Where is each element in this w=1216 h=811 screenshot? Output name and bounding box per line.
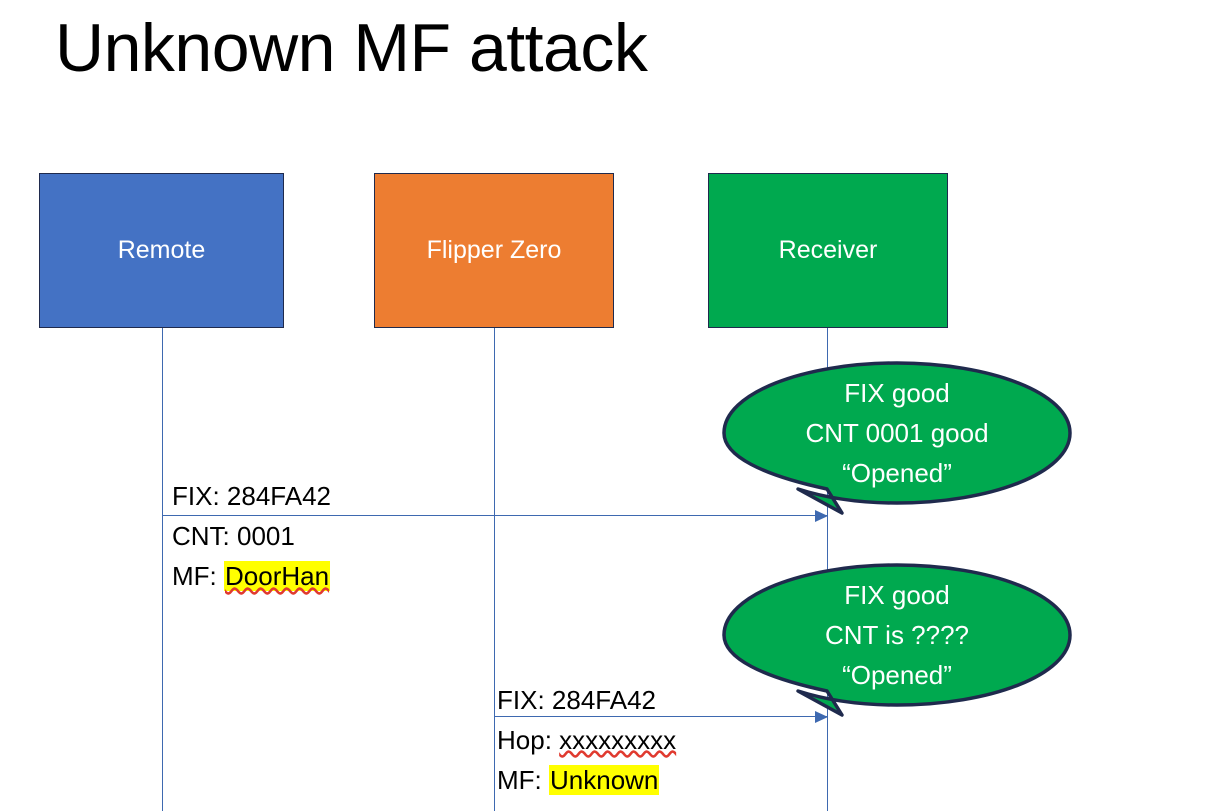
speech-bubble-receiver-first[interactable]: FIX good CNT 0001 good “Opened” [722, 361, 1072, 515]
actor-label-remote: Remote [117, 236, 206, 264]
message-1-line-2-key: CNT: [172, 521, 237, 551]
message-2-line-1: FIX: 284FA42 [497, 680, 656, 720]
message-2-line-2-key: Hop: [497, 725, 560, 755]
lifeline-flipper [494, 328, 495, 811]
message-1-line-2: CNT: 0001 [172, 516, 295, 556]
message-arrow-flipper-to-receiver [495, 711, 828, 723]
actor-label-flipper: Flipper Zero [426, 236, 562, 264]
message-1-line-1: FIX: 284FA42 [172, 476, 331, 516]
message-2-line-3: MF: Unknown [497, 760, 660, 800]
message-2-line-2: Hop: xxxxxxxxx [497, 720, 676, 760]
actor-box-receiver[interactable]: Receiver [708, 173, 948, 328]
lifeline-remote [162, 328, 163, 811]
speech-bubble-receiver-second[interactable]: FIX good CNT is ???? “Opened” [722, 563, 1072, 717]
message-1-line-2-value: 0001 [237, 521, 295, 551]
page-title: Unknown MF attack [55, 10, 648, 86]
message-2-line-3-value: Unknown [549, 765, 660, 795]
message-2-line-1-key: FIX: [497, 685, 552, 715]
actor-box-flipper[interactable]: Flipper Zero [374, 173, 614, 328]
speech-bubble-shape-icon [722, 361, 1072, 515]
speech-bubble-shape-icon [722, 563, 1072, 717]
actor-box-remote[interactable]: Remote [39, 173, 284, 328]
message-1-line-1-value: 284FA42 [226, 481, 331, 511]
message-1-line-1-key: FIX: [172, 481, 227, 511]
message-2-line-2-value: xxxxxxxxx [559, 725, 677, 755]
message-2-line-1-value: 284FA42 [551, 685, 656, 715]
message-1-line-3-key: MF: [172, 561, 224, 591]
message-2-line-3-key: MF: [497, 765, 549, 795]
actor-label-receiver: Receiver [778, 236, 878, 264]
message-1-line-3: MF: DoorHan [172, 556, 331, 596]
message-1-line-3-value: DoorHan [224, 561, 331, 591]
message-arrow-remote-to-receiver [163, 510, 828, 522]
